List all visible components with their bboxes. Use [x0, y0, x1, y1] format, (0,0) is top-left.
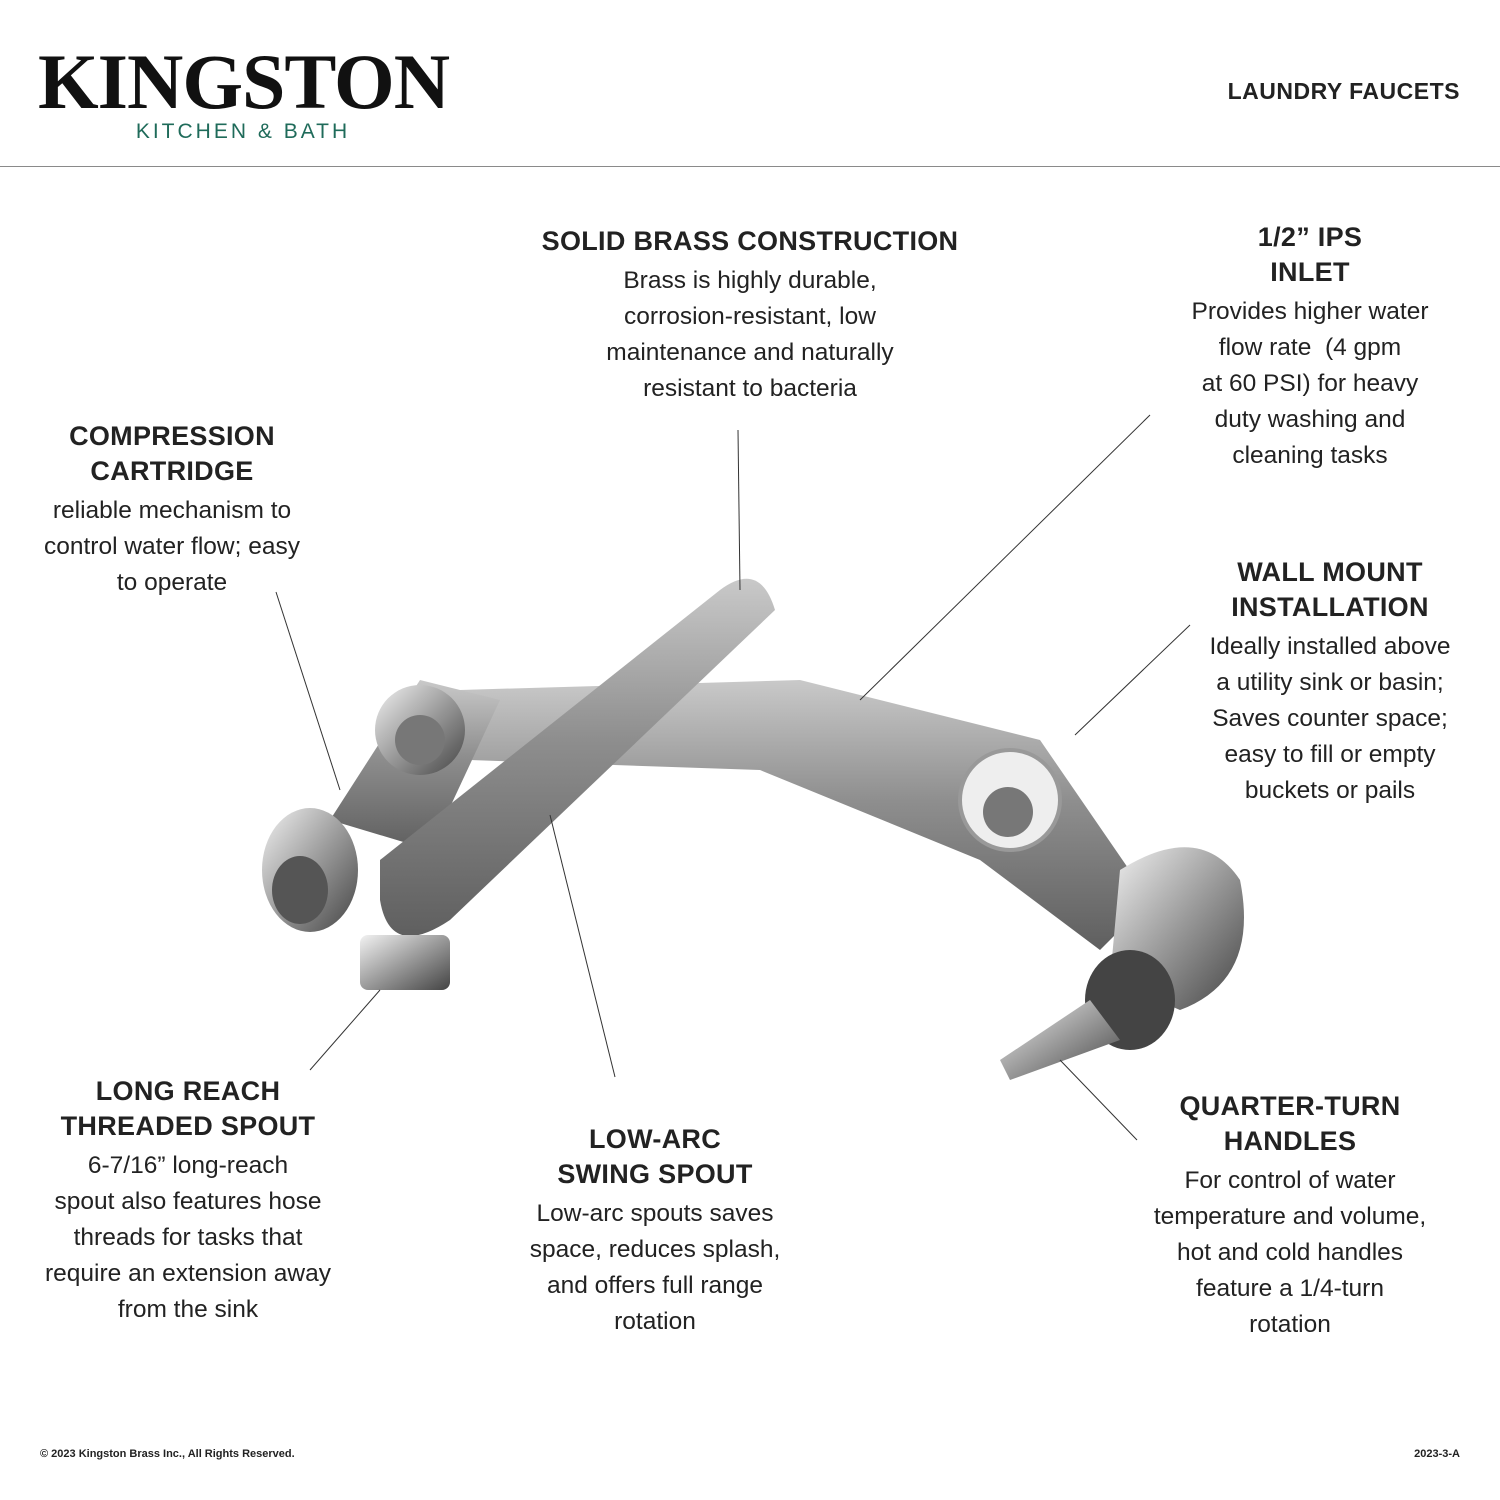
feature-title: SOLID BRASS CONSTRUCTION [541, 226, 959, 256]
feature-body: For control of water temperature and vol… [1153, 1167, 1427, 1338]
brand-name: KINGSTON [38, 38, 450, 125]
feature-body: Low-arc spouts saves space, reduces spla… [529, 1200, 781, 1335]
feature-title: LOW-ARC SWING SPOUT [557, 1124, 753, 1189]
feature-low-arc: LOW-ARC SWING SPOUT Low-arc spouts saves… [530, 1122, 781, 1340]
feature-body: 6-7/16” long-reach spout also features h… [44, 1152, 332, 1323]
feature-compression-cartridge: COMPRESSION CARTRIDGE reliable mechanism… [44, 419, 300, 601]
brand-subtitle: KITCHEN & BATH [135, 120, 351, 143]
feature-wall-mount: WALL MOUNT INSTALLATION Ideally installe… [1209, 555, 1450, 809]
category-label: LAUNDRY FAUCETS [1227, 78, 1460, 104]
header-divider [0, 166, 1500, 167]
feature-title: 1/2” IPS INLET [1257, 222, 1363, 287]
leader-line-solid-brass [737, 429, 741, 591]
leader-line-wall-mount [1074, 624, 1191, 736]
faucet-body [262, 578, 1244, 1080]
leader-line-ips-inlet [859, 414, 1151, 701]
leader-line-long-reach [309, 989, 381, 1071]
feature-title: LONG REACH THREADED SPOUT [60, 1076, 316, 1141]
feature-body: Provides higher water flow rate (4 gpm a… [1191, 298, 1429, 469]
feature-body: Brass is highly durable, corrosion-resis… [606, 267, 894, 402]
feature-title: QUARTER-TURN HANDLES [1179, 1091, 1401, 1156]
feature-title: WALL MOUNT INSTALLATION [1231, 557, 1429, 622]
feature-body: reliable mechanism to control water flow… [44, 497, 300, 596]
leader-line-compression [275, 591, 341, 791]
brand-logo: KINGSTON KITCHEN & BATH [38, 38, 450, 144]
feature-quarter-turn: QUARTER-TURN HANDLES For control of wate… [1154, 1089, 1426, 1343]
feature-body: Ideally installed above a utility sink o… [1209, 633, 1451, 804]
feature-title: COMPRESSION CARTRIDGE [69, 421, 275, 486]
feature-solid-brass: SOLID BRASS CONSTRUCTION Brass is highly… [542, 224, 959, 407]
leader-line-quarter-turn [1059, 1059, 1138, 1141]
leader-line-low-arc [549, 814, 616, 1078]
document-code: 2023-3-A [1414, 1448, 1460, 1460]
feature-ips-inlet: 1/2” IPS INLET Provides higher water flo… [1192, 220, 1429, 474]
copyright: © 2023 Kingston Brass Inc., All Rights R… [40, 1448, 295, 1460]
feature-long-reach: LONG REACH THREADED SPOUT 6-7/16” long-r… [45, 1074, 331, 1328]
leader-lines [275, 414, 1191, 1141]
